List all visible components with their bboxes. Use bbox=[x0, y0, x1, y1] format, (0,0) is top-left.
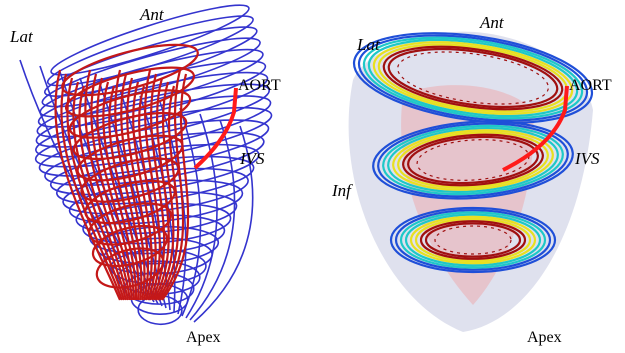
label-ivs: IVS bbox=[575, 150, 600, 167]
label-lat: Lat bbox=[10, 28, 33, 45]
ring-sections-panel: Ant Lat AORT IVS Inf Apex bbox=[313, 0, 625, 353]
label-aort: AORT bbox=[569, 78, 612, 94]
fiber-tractography-panel: Ant Lat AORT IVS Apex bbox=[0, 0, 312, 353]
label-apex: Apex bbox=[527, 330, 562, 346]
label-inf: Inf bbox=[332, 182, 351, 199]
label-apex: Apex bbox=[186, 330, 221, 346]
label-ant: Ant bbox=[140, 6, 164, 23]
label-lat: Lat bbox=[357, 36, 380, 53]
label-ivs: IVS bbox=[240, 150, 265, 167]
fiber-tractography-image bbox=[0, 0, 312, 353]
inner-fiber-bundle bbox=[55, 34, 202, 300]
label-ant: Ant bbox=[480, 14, 504, 31]
label-aort: AORT bbox=[238, 78, 281, 94]
